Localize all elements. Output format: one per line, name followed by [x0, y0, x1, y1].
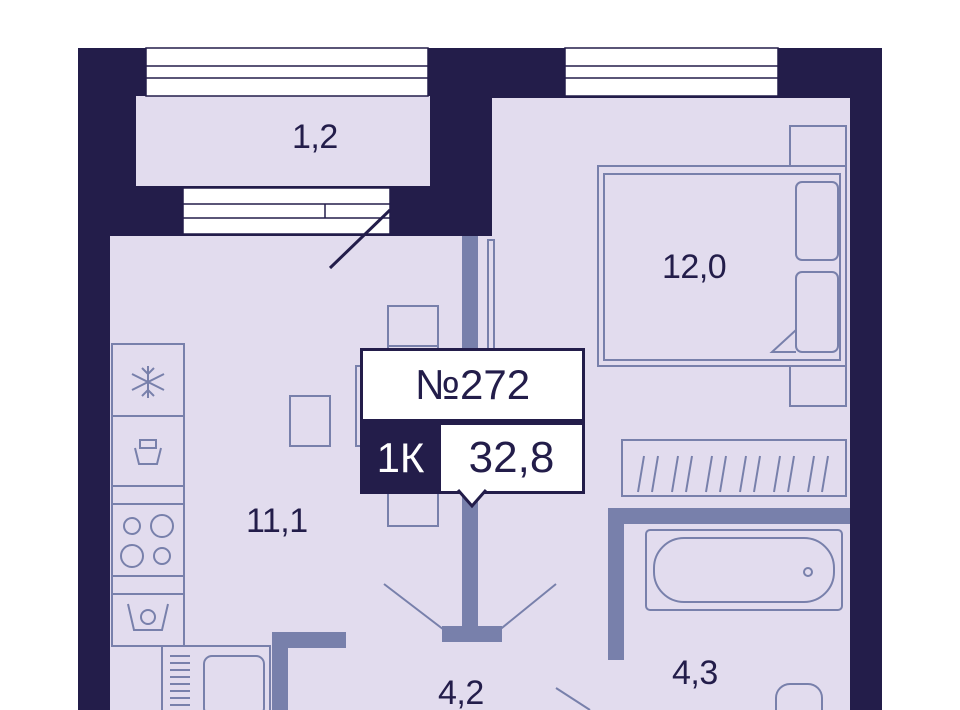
apartment-number: №272: [360, 348, 585, 422]
interior-walls: [272, 236, 850, 710]
apartment-type: 1К: [360, 422, 441, 494]
apartment-total-area: 32,8: [441, 422, 585, 494]
dishwasher-icon: [127, 603, 169, 631]
window-bedroom: [564, 47, 779, 97]
hallway-area: 4,2: [438, 674, 484, 710]
bathroom-area: 4,3: [672, 654, 718, 692]
balcony-area: 1,2: [292, 118, 338, 156]
bedroom-area: 12,0: [662, 248, 727, 286]
door-swing: [328, 208, 392, 270]
window-balcony: [145, 47, 429, 97]
washing-machine-icon: [134, 439, 162, 465]
apartment-badge: №272 1К 32,8: [360, 348, 585, 509]
balcony-floor: [136, 96, 430, 186]
snowflake-icon: [131, 366, 165, 398]
kitchen-area: 11,1: [246, 502, 308, 540]
balcony-door: [182, 187, 391, 235]
